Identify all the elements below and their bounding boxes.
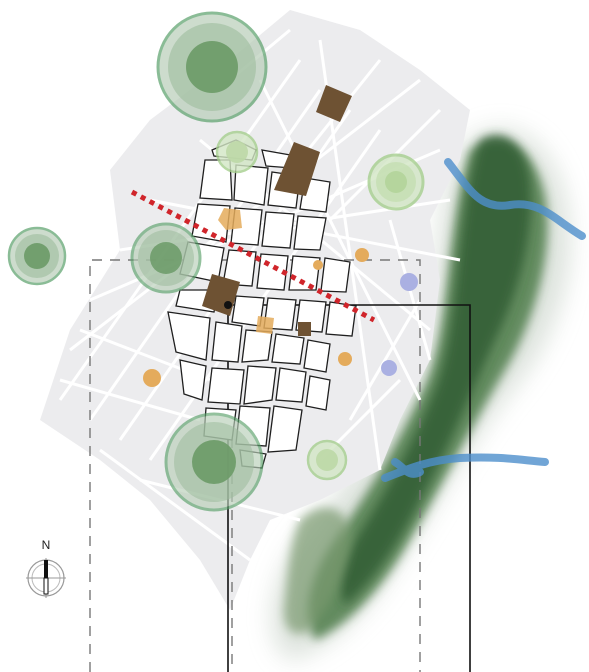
brown-block-north: [316, 85, 352, 122]
green-circle-south: [164, 412, 264, 512]
green-circle-west: [7, 226, 67, 286]
compass-icon: [26, 558, 66, 598]
purple-dot: [381, 360, 397, 376]
forest-ridge: [271, 128, 571, 661]
purple-dot: [400, 273, 418, 291]
orange-highlight-blocks: [218, 208, 274, 334]
compass: N: [22, 538, 70, 602]
orange-dot: [355, 248, 369, 262]
north-label: N: [41, 538, 51, 552]
light-green-circle-north-center: [215, 130, 259, 174]
orange-dot: [143, 369, 161, 387]
green-space-circles: [7, 11, 425, 512]
brown-block-center: [274, 142, 320, 196]
amenity-dots: [143, 248, 418, 387]
river-north: [444, 158, 586, 240]
river-lines: [381, 158, 586, 482]
light-green-circle-east: [367, 153, 425, 211]
brown-block-small: [298, 322, 311, 336]
orange-dot: [338, 352, 352, 366]
river-south-branch: [391, 458, 424, 478]
orange-dot: [313, 260, 323, 270]
green-circle-north: [156, 11, 268, 123]
light-green-circle-southeast: [306, 439, 348, 481]
green-circle-center-west: [130, 222, 202, 294]
focal-point-marker: [224, 301, 232, 309]
